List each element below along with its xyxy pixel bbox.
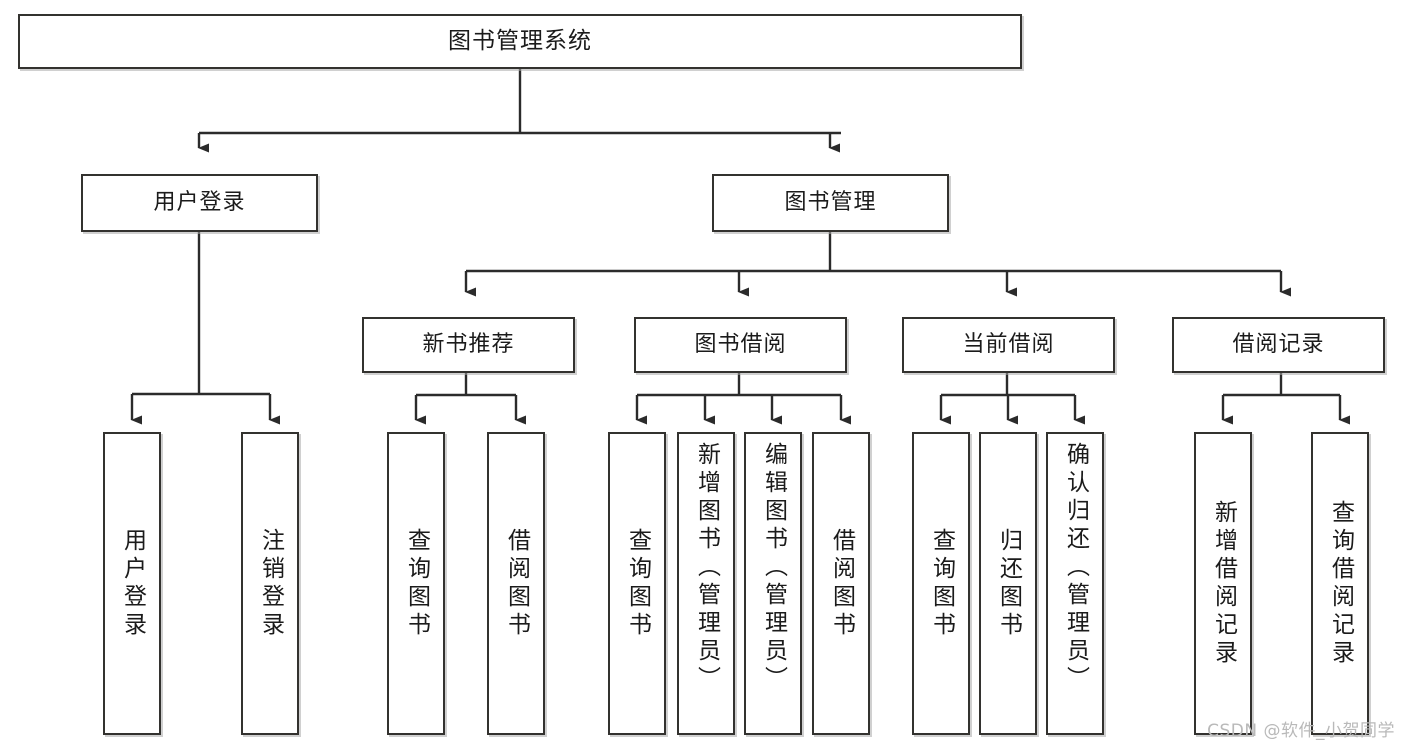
leaf-logout[interactable]: 注销登录 xyxy=(241,432,299,735)
node-borrow-record[interactable]: 借阅记录 xyxy=(1172,317,1385,373)
node-book-borrow[interactable]: 图书借阅 xyxy=(634,317,847,373)
leaf-query-book-3-label: 查询图书 xyxy=(928,527,955,640)
node-book-management-label: 图书管理 xyxy=(784,189,877,215)
leaf-user-login[interactable]: 用户登录 xyxy=(103,432,161,735)
leaf-confirm-return-label: 确认归还（管理员） xyxy=(1062,442,1089,694)
leaf-add-book[interactable]: 新增图书（管理员） xyxy=(677,432,735,735)
watermark: CSDN @软件_小贺同学 xyxy=(1207,721,1395,741)
node-root[interactable]: 图书管理系统 xyxy=(18,14,1022,69)
leaf-borrow-book-1-label: 借阅图书 xyxy=(503,527,530,640)
leaf-edit-book-label: 编辑图书（管理员） xyxy=(760,442,787,694)
leaf-borrow-book-1[interactable]: 借阅图书 xyxy=(487,432,545,735)
leaf-query-record-label: 查询借阅记录 xyxy=(1327,499,1354,668)
node-current-borrow[interactable]: 当前借阅 xyxy=(902,317,1115,373)
leaf-borrow-book-2-label: 借阅图书 xyxy=(828,527,855,640)
leaf-query-book-3[interactable]: 查询图书 xyxy=(912,432,970,735)
node-borrow-record-label: 借阅记录 xyxy=(1232,331,1325,357)
leaf-edit-book[interactable]: 编辑图书（管理员） xyxy=(744,432,802,735)
leaf-add-record[interactable]: 新增借阅记录 xyxy=(1194,432,1252,735)
leaf-query-book-1[interactable]: 查询图书 xyxy=(387,432,445,735)
leaf-query-book-2-label: 查询图书 xyxy=(624,527,651,640)
leaf-return-book-label: 归还图书 xyxy=(995,527,1022,640)
leaf-query-book-2[interactable]: 查询图书 xyxy=(608,432,666,735)
leaf-borrow-book-2[interactable]: 借阅图书 xyxy=(812,432,870,735)
leaf-query-record[interactable]: 查询借阅记录 xyxy=(1311,432,1369,735)
node-user-login[interactable]: 用户登录 xyxy=(81,174,318,232)
node-current-borrow-label: 当前借阅 xyxy=(962,331,1055,357)
node-new-book-recommend[interactable]: 新书推荐 xyxy=(362,317,575,373)
node-new-book-recommend-label: 新书推荐 xyxy=(422,331,515,357)
leaf-logout-label: 注销登录 xyxy=(257,527,284,640)
leaf-add-book-label: 新增图书（管理员） xyxy=(693,442,720,694)
node-book-borrow-label: 图书借阅 xyxy=(694,331,787,357)
node-root-label: 图书管理系统 xyxy=(448,27,592,54)
leaf-return-book[interactable]: 归还图书 xyxy=(979,432,1037,735)
node-book-management[interactable]: 图书管理 xyxy=(712,174,949,232)
leaf-query-book-1-label: 查询图书 xyxy=(403,527,430,640)
leaf-add-record-label: 新增借阅记录 xyxy=(1210,499,1237,668)
node-user-login-label: 用户登录 xyxy=(153,189,246,215)
leaf-user-login-label: 用户登录 xyxy=(119,527,146,640)
leaf-confirm-return[interactable]: 确认归还（管理员） xyxy=(1046,432,1104,735)
